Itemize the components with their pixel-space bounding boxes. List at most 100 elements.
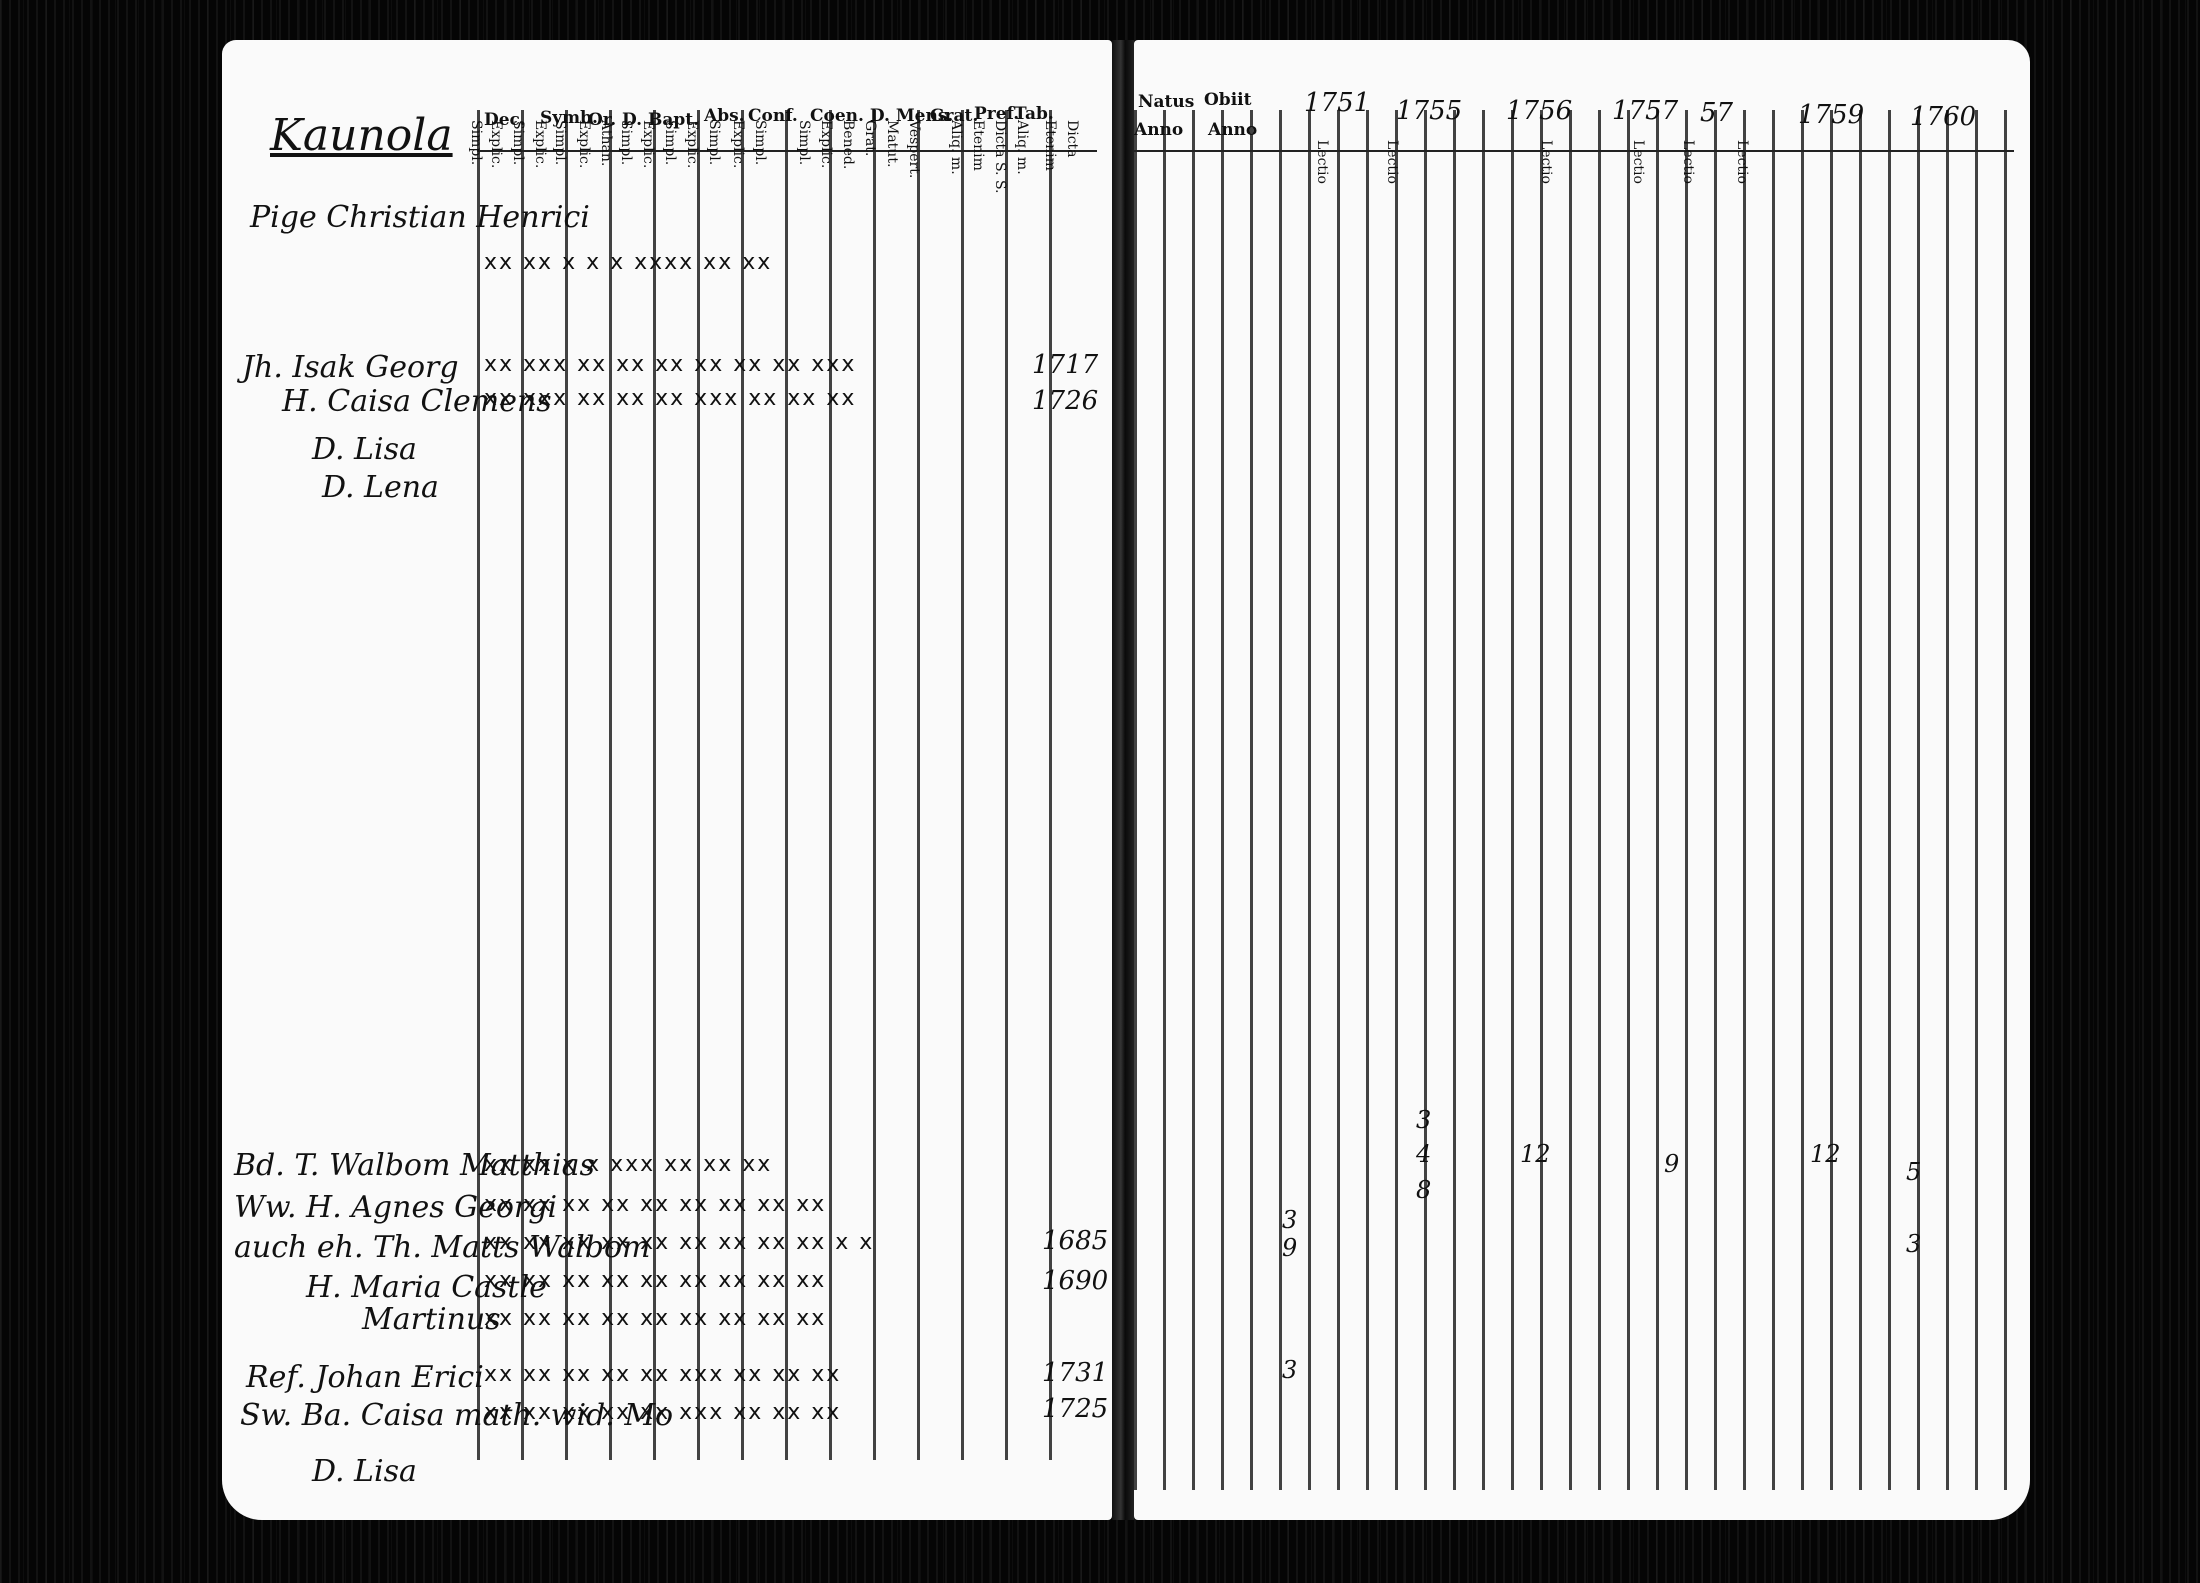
- exam-digits: 4: [1416, 1140, 1432, 1168]
- person-name: Ww. H. Agnes Georgi: [234, 1190, 558, 1225]
- exam-digits: 9: [1282, 1234, 1298, 1262]
- person-name: Ref. Johan Erici: [246, 1360, 484, 1395]
- column-rulings: [1134, 110, 2030, 1490]
- person-name: D. Lisa: [312, 1454, 417, 1489]
- person-name: auch eh. Th. Matts Walbom: [234, 1230, 651, 1265]
- sub-head: Lectio: [1314, 140, 1330, 184]
- exam-marks: xx xx xx xx xx xx xx xx xx: [484, 1192, 827, 1217]
- sub-head: Simpl.: [706, 120, 722, 166]
- col-head-grat: Grat.: [930, 106, 979, 126]
- sub-head: Lectio: [1680, 140, 1696, 184]
- birth-year: 1690: [1042, 1266, 1109, 1296]
- exam-year: 57: [1700, 98, 1734, 128]
- birth-year: 1717: [1032, 350, 1099, 380]
- sub-head: Bened.: [840, 120, 856, 170]
- exam-marks: xx xx xx xx xx xx xx xx xx x x: [484, 1230, 875, 1255]
- exam-digits: 3: [1282, 1356, 1298, 1384]
- sub-head: Explic.: [730, 120, 746, 169]
- sub-head: Aliq. m.: [1014, 120, 1030, 175]
- col-head-obiit: Obiit: [1204, 90, 1252, 110]
- exam-marks: xx xx xx xx xx xxx xx xx xx: [484, 1400, 842, 1425]
- exam-marks: xx xx x x xxx xx xx xx: [484, 1152, 773, 1177]
- exam-marks: xx xx x x x xxxx xx xx: [484, 250, 773, 275]
- person-name: D. Lena: [322, 470, 439, 505]
- exam-year: 1759: [1798, 100, 1865, 130]
- sub-head: Lectio: [1630, 140, 1646, 184]
- book-gutter: [1112, 40, 1134, 1520]
- sub-head: Grat.: [862, 120, 878, 157]
- parish-name: Kaunola: [270, 110, 453, 161]
- sub-head: Simpl.: [618, 120, 634, 166]
- exam-digits: 3: [1906, 1230, 1922, 1258]
- sub-head: Lectio: [1734, 140, 1750, 184]
- person-name: H. Caisa Clemens: [282, 384, 552, 419]
- exam-digits: 12: [1520, 1140, 1551, 1168]
- exam-digits: 3: [1282, 1206, 1298, 1234]
- person-name: Jh. Isak Georg: [242, 350, 459, 385]
- exam-marks: xx xxx xx xx xx xx xx xx xxx: [484, 352, 857, 377]
- exam-marks: xx xx xx xx xx xx xx xx xx: [484, 1306, 827, 1331]
- sub-head: Explic.: [532, 120, 548, 169]
- sub-head: Etenim: [1042, 120, 1058, 171]
- person-name: Pige Christian Henrici: [250, 200, 590, 235]
- sub-head: Explic.: [576, 120, 592, 169]
- right-page: Natus Obiit Anno Anno 1751 1755 1756 175…: [1134, 40, 2030, 1520]
- sub-head: Simpl.: [662, 120, 678, 166]
- sub-head: Etenim: [970, 120, 986, 171]
- sub-head: Simpl.: [552, 120, 568, 166]
- exam-year: 1751: [1304, 88, 1371, 118]
- exam-digits: 9: [1664, 1150, 1680, 1178]
- col-head-decal: Dec.: [484, 110, 526, 130]
- col-head-anno: Anno: [1134, 120, 1184, 140]
- exam-digits: 5: [1906, 1158, 1922, 1186]
- exam-digits: 8: [1416, 1176, 1432, 1204]
- sub-head: Lectio: [1538, 140, 1554, 184]
- sub-head: Simpl.: [752, 120, 768, 166]
- sub-head: Simpl.: [468, 120, 484, 166]
- sub-head: Dicta S. S.: [992, 120, 1008, 194]
- birth-year: 1685: [1042, 1226, 1109, 1256]
- col-head-coen-mens: Coen. D. Mens.: [810, 106, 954, 126]
- person-name: Bd. T. Walbom Matthias: [234, 1148, 595, 1183]
- person-name: Sw. Ba. Caisa math. wid. Mo: [240, 1398, 674, 1433]
- sub-head: Simpl.: [796, 120, 812, 166]
- birth-year: 1726: [1032, 386, 1099, 416]
- exam-year: 1755: [1396, 96, 1463, 126]
- sub-head: Lectio: [1384, 140, 1400, 184]
- sub-head: Matut.: [884, 120, 900, 168]
- person-name: Martinus: [362, 1302, 501, 1337]
- exam-marks: xx xxx xx xx xx xxx xx xx xx: [484, 386, 857, 411]
- exam-year: 1760: [1910, 102, 1977, 132]
- col-head-ordo-bapt: Or. D. Bapt.: [588, 110, 700, 130]
- person-name: H. Maria Castle: [306, 1270, 547, 1305]
- col-head-symb: Symb.: [540, 108, 598, 128]
- header-rule: [1134, 150, 2014, 152]
- column-rulings: [477, 110, 1077, 1460]
- person-name: D. Lisa: [312, 432, 417, 467]
- sub-head: Vespert.: [906, 120, 922, 179]
- col-head-tab: Tab.: [1014, 104, 1054, 124]
- exam-year: 1756: [1506, 96, 1573, 126]
- sub-head: Explic.: [488, 120, 504, 169]
- sub-head: Dicta: [1064, 120, 1080, 158]
- sub-head: Simpl.: [510, 120, 526, 166]
- left-page: Kaunola Dec. Symb. Or. D. Bapt. Abs. Con…: [222, 40, 1112, 1520]
- exam-year: 1757: [1612, 96, 1679, 126]
- sub-head: Athan.: [598, 120, 614, 167]
- sub-head: Aliq. m.: [948, 120, 964, 175]
- col-head-pref: Pref.: [974, 104, 1020, 124]
- exam-digits: 3: [1416, 1106, 1432, 1134]
- col-head-natus: Natus: [1138, 92, 1195, 112]
- exam-marks: xx xx xx xx xx xxx xx xx xx: [484, 1362, 842, 1387]
- sub-head: Explic.: [640, 120, 656, 169]
- exam-digits: 12: [1810, 1140, 1841, 1168]
- sub-head: Explic.: [684, 120, 700, 169]
- col-head-anno: Anno: [1208, 120, 1258, 140]
- col-head-conf: Conf.: [748, 106, 798, 126]
- birth-year: 1725: [1042, 1394, 1109, 1424]
- sub-head: Explic.: [818, 120, 834, 169]
- col-head-abs: Abs.: [704, 106, 745, 126]
- birth-year: 1731: [1042, 1358, 1109, 1388]
- exam-marks: xx xx xx xx xx xx xx xx xx: [484, 1268, 827, 1293]
- header-rule: [477, 150, 1097, 152]
